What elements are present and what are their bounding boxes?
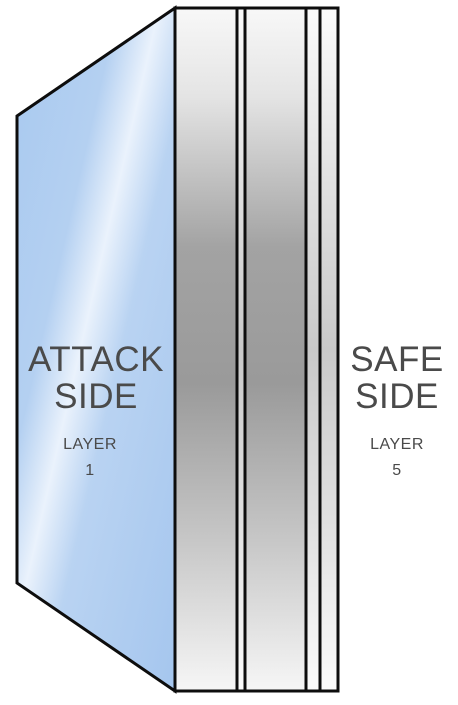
safe-layer-pane [318, 6, 340, 693]
safe-side-title-line1: SAFE [350, 340, 444, 379]
interlayer-strip-b [304, 6, 322, 693]
attack-layer-number: 1 [85, 462, 95, 479]
safe-side-title-line2: SIDE [355, 377, 439, 416]
attack-side-title-line2: SIDE [54, 377, 138, 416]
safe-layer-number: 5 [392, 462, 402, 479]
attack-side-title-line1: ATTACK [28, 340, 164, 379]
safe-layer-label: LAYER [370, 436, 424, 453]
attack-layer-label: LAYER [63, 436, 117, 453]
glass-layer-3 [243, 6, 308, 693]
